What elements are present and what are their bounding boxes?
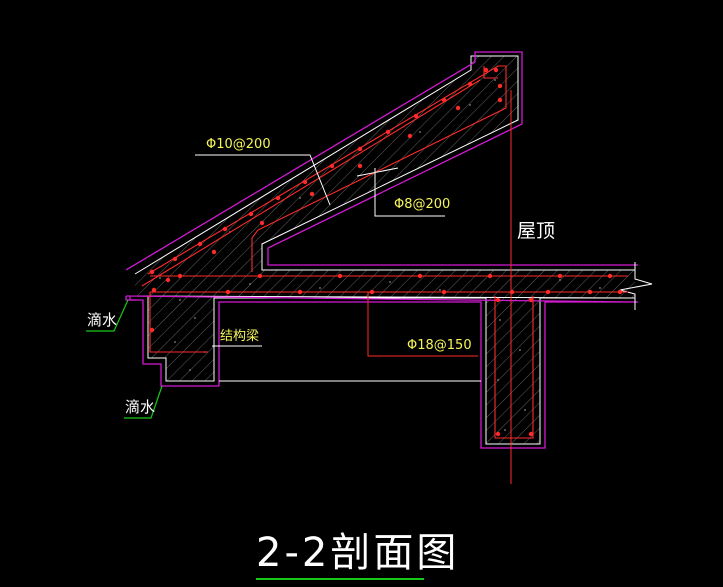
dimension-lines [367,90,512,484]
drip-upper-label: 滴水 [87,311,118,329]
roof-label: 屋顶 [517,220,556,242]
drip-notch [125,296,136,301]
concrete-body [135,56,635,444]
drawing-title: 2-2剖面图 [256,530,460,576]
aggregate-marks [159,79,601,431]
formwork-outline [125,51,638,271]
drip-lower-label: 滴水 [125,398,156,416]
break-line [619,262,653,310]
rebar-slope-label: Φ10@200 [206,137,271,152]
leader-lines [195,154,445,347]
rebar-distribution-label: Φ8@200 [394,197,451,212]
drip-leaders [86,299,163,419]
rebar-slab-label: Φ18@150 [407,338,472,353]
beam-label: 结构梁 [220,329,260,344]
formwork-outline-lower [125,295,639,449]
rebar-dots [149,67,623,437]
